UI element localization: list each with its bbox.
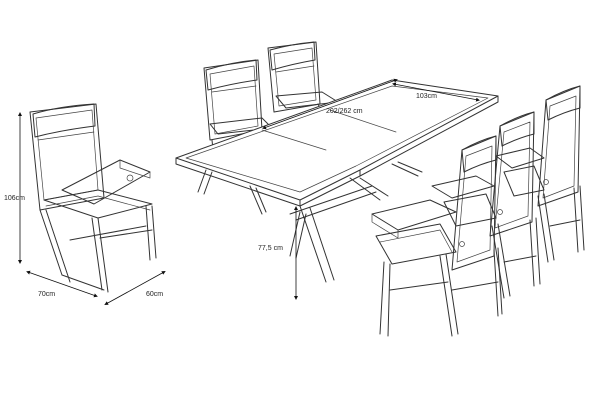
front-chair-2 [431, 111, 541, 299]
front-chair-3 [495, 85, 585, 263]
extendable-table [175, 79, 499, 283]
table-length-label: 202/262 cm [326, 108, 363, 115]
table-length-dimension: 202/262 cm [262, 78, 398, 130]
table-height-dimension: 77,5 cm [258, 206, 298, 300]
table-width-label: 103cm [416, 93, 437, 100]
table-width-dimension: 103cm [392, 82, 480, 102]
chair-depth-label: 60cm [146, 291, 163, 298]
single-chair [29, 103, 157, 293]
chair-height-dimension: 106cm [4, 112, 25, 264]
front-chair-1 [371, 135, 503, 337]
chair-width-dimension: 70cm [26, 270, 98, 298]
table-height-label: 77,5 cm [258, 245, 283, 252]
chair-width-label: 70cm [38, 291, 55, 298]
chair-depth-dimension: 60cm [104, 271, 166, 305]
chair-height-label: 106cm [4, 195, 25, 202]
